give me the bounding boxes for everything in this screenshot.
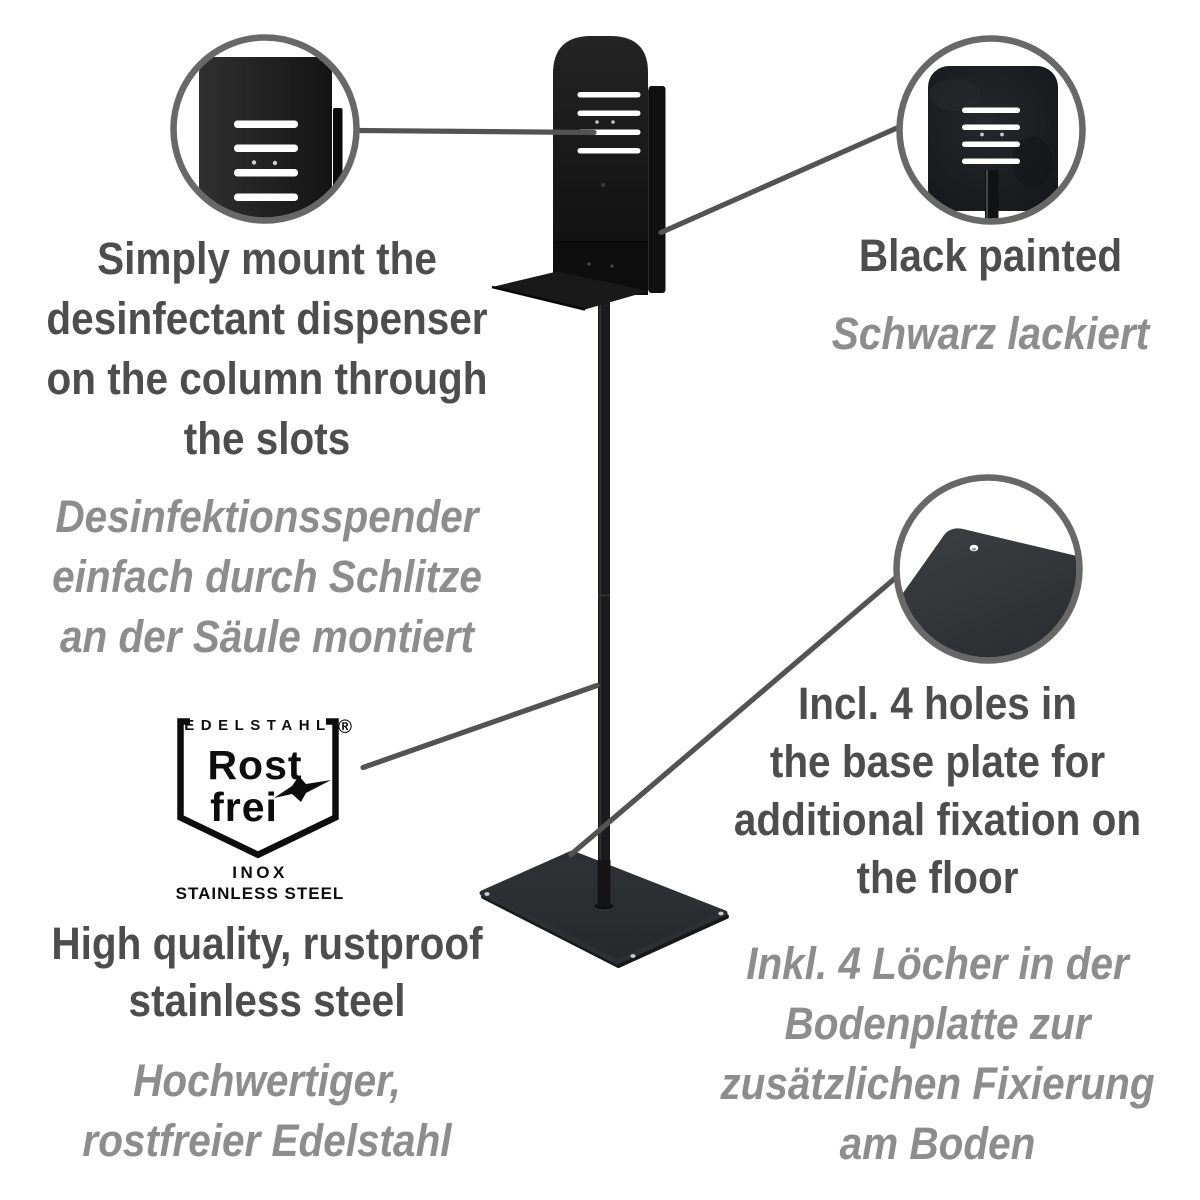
annotation-line: rostfreier Edelstahl (82, 1115, 452, 1166)
mount-plate (553, 36, 648, 295)
callout-lines (355, 124, 901, 858)
annotation-line: Inkl. 4 Löcher in der (746, 938, 1129, 989)
logo-stainless-steel-label: STAINLESS STEEL (175, 884, 345, 903)
star-icon (274, 776, 331, 802)
closeup-screw-hole (1000, 132, 1004, 137)
closeup-slot (234, 144, 298, 152)
annotation-line: einfach durch Schlitze (52, 551, 482, 602)
closeup-slot (962, 158, 1020, 164)
annotation-line: on the column through (46, 353, 488, 404)
paint-mottle (1012, 136, 1052, 188)
closeup-column-highlight (986, 170, 988, 219)
closeup-ring (896, 35, 1086, 225)
annotation-holes-en: Incl. 4 holes in the base plate for addi… (717, 675, 1157, 907)
mount-plate-slot (577, 148, 641, 154)
annotation-line: Desinfektionsspender (55, 491, 479, 542)
registered-trademark-icon: ® (338, 717, 352, 738)
annotation-line: the base plate for (769, 736, 1106, 787)
closeup-screw-hole (980, 132, 984, 137)
annotation-line: the floor (856, 852, 1019, 903)
stand-column (598, 292, 610, 908)
closeup-screw-hole (272, 160, 278, 166)
annotation-line: Simply mount the (97, 233, 437, 284)
annotation-holes-de: Inkl. 4 Löcher in der Bodenplatte zur zu… (717, 934, 1157, 1174)
lip-hole (587, 262, 591, 266)
callout-line-baseplate (568, 574, 900, 858)
base-plate-hole (718, 911, 724, 916)
annotation-line: stainless steel (128, 975, 406, 1026)
base-plate-hole (484, 892, 490, 896)
closeup-plate (199, 57, 332, 218)
closeup-slot (962, 141, 1020, 147)
annotation-line: Incl. 4 holes in (797, 678, 1078, 729)
mount-plate-slot (577, 110, 641, 116)
annotation-line: zusätzlichen Fixierung (720, 1058, 1155, 1109)
closeup-ring (170, 34, 360, 224)
callout-line-steel (360, 682, 600, 771)
logo-edelstahl-label: EDELSTAHL (184, 717, 332, 734)
closeup-slot (962, 124, 1020, 130)
closeup-base-plate (899, 528, 1077, 658)
annotation-line: an der Säule montiert (59, 611, 475, 662)
stand-column-joint (598, 594, 610, 597)
closeup-slot (962, 107, 1020, 113)
annotation-line: Hochwertiger, (133, 1055, 401, 1106)
rostfrei-shield-icon (177, 718, 339, 859)
logo-frei-label: frei (210, 784, 278, 830)
annotation-steel-de: Hochwertiger, rostfreier Edelstahl (45, 1051, 490, 1171)
annotation-line: desinfectant dispenser (46, 293, 488, 344)
drip-tray (492, 271, 649, 310)
stand-column-foot (597, 860, 611, 907)
annotation-line: Schwarz lackiert (831, 308, 1150, 359)
logo-inox-label: INOX (232, 863, 288, 882)
lip-hole (610, 264, 614, 268)
closeup-column (985, 170, 999, 219)
closeup-back-plate (896, 35, 1086, 225)
annotation-steel-en: High quality, rustproof stainless steel (45, 915, 490, 1029)
closeup-slot (234, 169, 298, 177)
closeup-ring (893, 474, 1083, 664)
annotation-painted-en: Black painted (808, 226, 1173, 286)
annotation-mount-en: Simply mount the desinfectant dispenser … (45, 229, 490, 469)
callout-line-slots (355, 127, 597, 136)
stand-column-highlight (599, 292, 602, 908)
annotation-line: am Boden (839, 1118, 1036, 1169)
rostfrei-logo: EDELSTAHL ® Rost frei INOX STAINLESS STE… (160, 705, 360, 920)
annotation-line: High quality, rustproof (51, 918, 483, 969)
annotation-line: Black painted (858, 230, 1123, 281)
paint-mottle (929, 79, 981, 111)
closeup-plate-flange (333, 108, 343, 194)
logo-rost-label: Rost (207, 742, 303, 788)
annotation-painted-de: Schwarz lackiert (808, 304, 1173, 364)
closeup-fixation-hole-shadow (971, 547, 977, 551)
closeup-base-corner (893, 474, 1083, 664)
mount-plate-hole (601, 183, 605, 187)
annotation-line: Bodenplatte zur (784, 998, 1091, 1049)
annotation-line: the slots (183, 413, 351, 464)
closeup-slot (234, 120, 298, 128)
base-plate-hole (630, 954, 636, 958)
mount-plate-side-flange (648, 86, 666, 293)
drip-tray-front-edge (491, 285, 586, 311)
mount-plate-slot (577, 92, 641, 98)
annotation-line: additional fixation on (733, 794, 1142, 845)
mount-plate-screw-hole (611, 120, 615, 124)
shield-outline (177, 718, 339, 859)
closeup-screw-hole (251, 160, 257, 165)
annotation-mount-de: Desinfektionsspender einfach durch Schli… (45, 487, 490, 667)
closeup-slot (234, 193, 298, 201)
closeup-front-plate (170, 34, 360, 224)
callout-line-painted (658, 124, 901, 236)
mount-plate-screw-hole (595, 120, 599, 124)
